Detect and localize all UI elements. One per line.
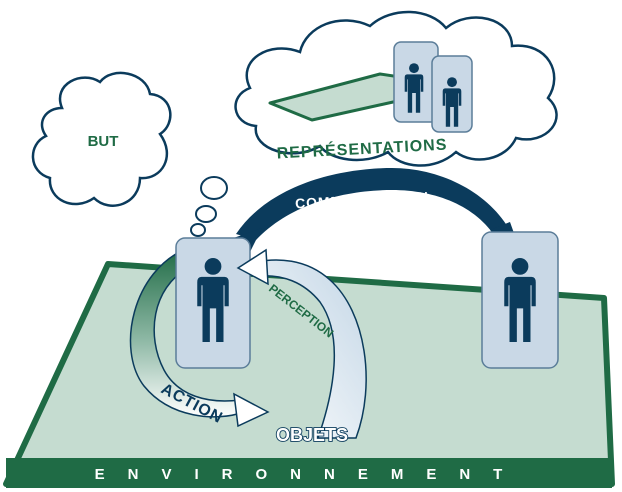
other-actor [481, 231, 559, 369]
goal-cloud [31, 71, 228, 248]
goal-label: BUT [88, 133, 119, 150]
main-actor [175, 237, 251, 369]
action-arrow [129, 246, 270, 428]
environment-label: ENVIRONNEMENT [95, 466, 526, 483]
representation-cloud [234, 10, 558, 167]
objects-label: OBJETS [276, 425, 348, 445]
environment-platform [3, 261, 615, 488]
communication-label: COMMUNICATION [295, 189, 430, 212]
perception-arrow [236, 248, 367, 439]
communication-arrow [222, 168, 520, 252]
